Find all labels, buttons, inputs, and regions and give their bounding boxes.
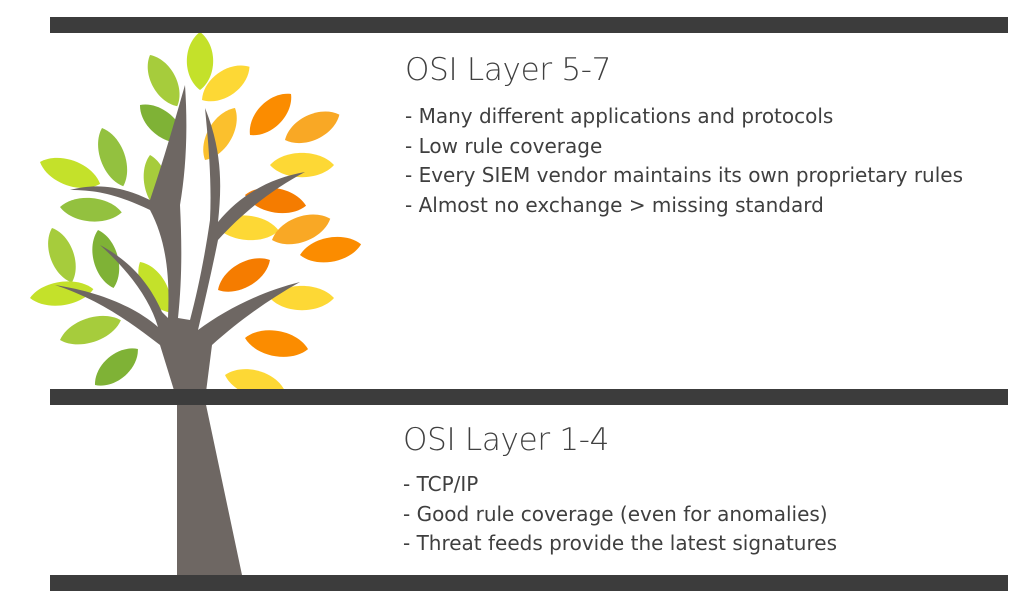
tree-trunk [55, 85, 305, 575]
lower-layer-title: OSI Layer 1-4 [403, 422, 610, 458]
lower-layer-section: OSI Layer 1-4 - TCP/IP - Good rule cover… [403, 422, 837, 559]
leaf-green [186, 32, 214, 90]
upper-list-item: - Every SIEM vendor maintains its own pr… [405, 163, 964, 187]
leaf-green [56, 308, 125, 352]
lower-list-item: - TCP/IP [403, 472, 479, 496]
bottom-divider [50, 575, 1008, 591]
leaf-orange [242, 325, 311, 362]
middle-divider [50, 389, 1008, 405]
upper-layer-title: OSI Layer 5-7 [405, 52, 612, 88]
top-divider [50, 17, 1008, 33]
leaf-orange [194, 101, 246, 167]
leaf-green [41, 223, 83, 287]
upper-list-item: - Almost no exchange > missing standard [405, 192, 824, 217]
upper-list-item: - Many different applications and protoc… [405, 104, 834, 128]
tree-illustration [28, 32, 364, 575]
lower-layer-list: - TCP/IP - Good rule coverage (even for … [403, 470, 837, 559]
upper-list-item: - Low rule coverage [405, 133, 603, 158]
leaf-green [58, 195, 123, 225]
leaf-orange [279, 103, 345, 152]
lower-list-item: - Good rule coverage (even for anomalies… [403, 501, 828, 526]
upper-layer-list: - Many different applications and protoc… [405, 102, 963, 220]
leaf-green [87, 339, 146, 395]
lower-list-item: - Threat feeds provide the latest signat… [403, 531, 837, 555]
upper-layer-section: OSI Layer 5-7 - Many different applicati… [405, 52, 963, 220]
